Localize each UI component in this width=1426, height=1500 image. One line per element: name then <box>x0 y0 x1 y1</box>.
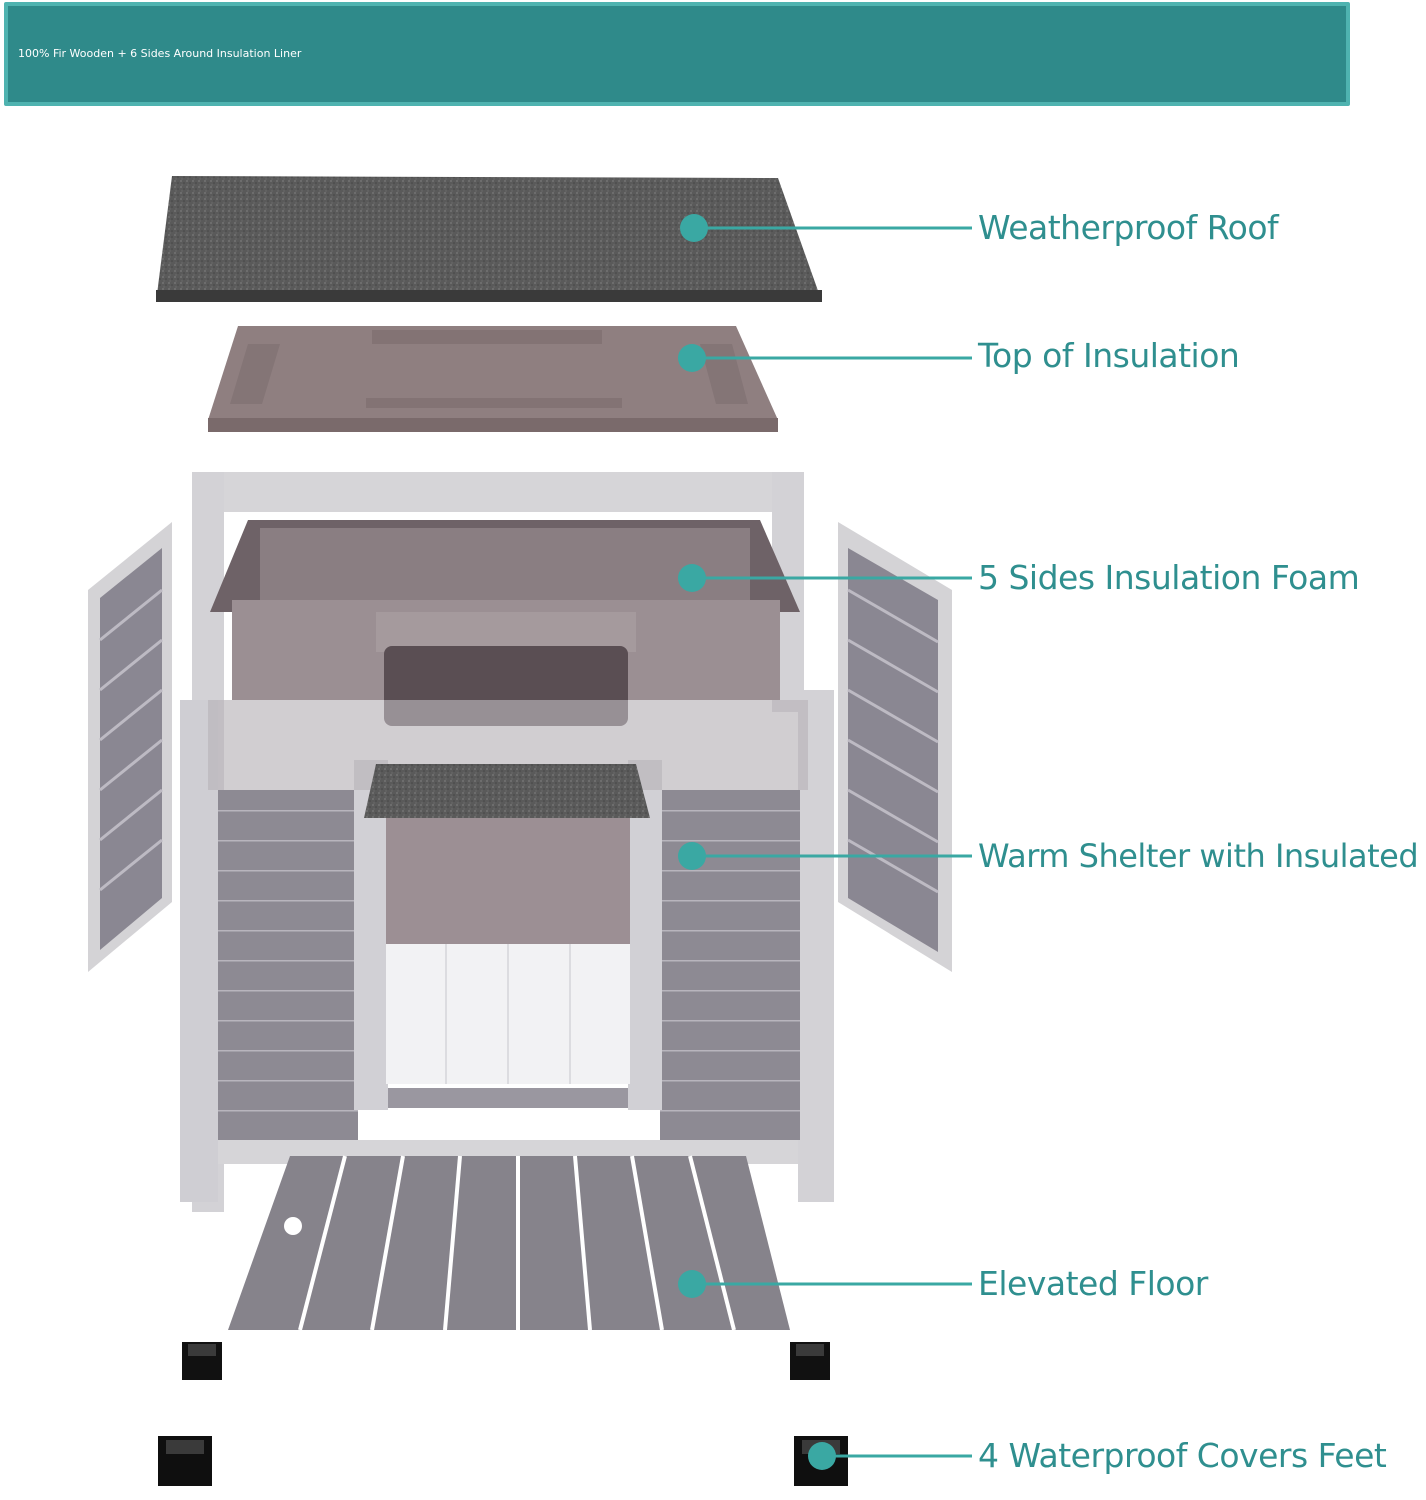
callout-top-insulation-label: Top of Insulation <box>978 336 1240 375</box>
elevated-floor <box>228 1155 790 1331</box>
callout-foam-label: 5 Sides Insulation Foam <box>978 558 1360 597</box>
roof-panel <box>156 176 822 302</box>
callout-roof-dot <box>680 214 708 242</box>
left-door-panel <box>88 522 172 972</box>
foot-cover-front-left <box>182 1342 222 1380</box>
right-door-panel <box>838 522 952 972</box>
callout-floor-label: Elevated Floor <box>978 1264 1208 1303</box>
callout-shelter-dot <box>678 842 706 870</box>
top-insulation-panel <box>208 326 778 432</box>
callout-foam-leader <box>678 564 972 592</box>
callout-feet-label: 4 Waterproof Covers Feet <box>978 1436 1387 1475</box>
foot-cover-back-left <box>158 1436 212 1486</box>
callout-foam-dot <box>678 564 706 592</box>
callout-shelter-label: Warm Shelter with Insulated <box>978 837 1419 875</box>
callout-floor-leader <box>678 1270 972 1298</box>
callout-roof-leader <box>680 214 972 242</box>
cabinet-frame <box>180 472 834 1212</box>
callout-top-insulation-dot <box>678 344 706 372</box>
callout-top-insulation-leader <box>678 344 972 372</box>
title-banner: 100% Fir Wooden + 6 Sides Around Insulat… <box>4 2 1350 106</box>
insulation-foam-box <box>208 520 808 790</box>
callout-shelter-leader <box>678 842 972 870</box>
banner-title: 100% Fir Wooden + 6 Sides Around Insulat… <box>18 47 302 60</box>
callout-feet-leader <box>808 1442 972 1470</box>
shelter-doorway <box>364 764 650 1084</box>
callout-floor-dot <box>678 1270 706 1298</box>
callout-roof-label: Weatherproof Roof <box>978 208 1279 247</box>
callout-feet-dot <box>808 1442 836 1470</box>
foot-cover-front-right <box>790 1342 830 1380</box>
